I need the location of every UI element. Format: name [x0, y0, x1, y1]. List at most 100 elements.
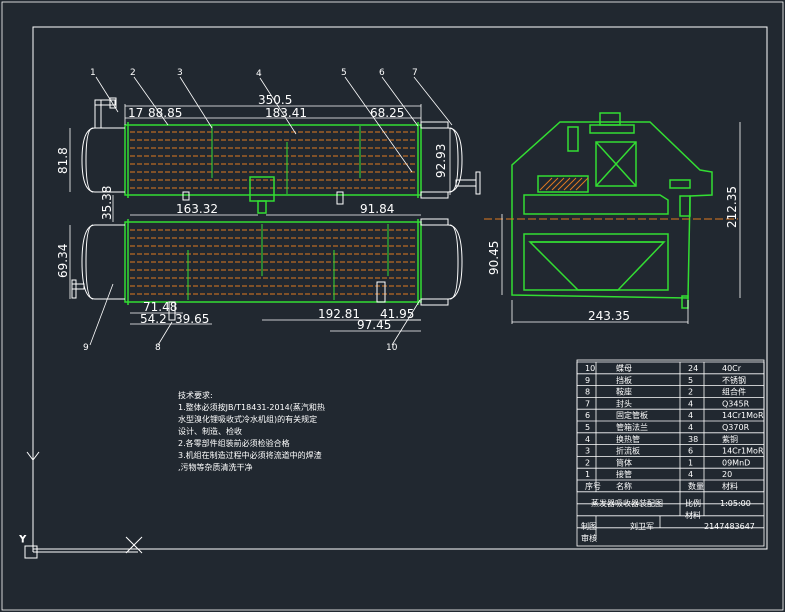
table-cell-qty: 4	[688, 399, 693, 408]
dim-92-93: 92.93	[434, 144, 448, 178]
notes-line-6: ,污物等杂质清洗干净	[178, 462, 253, 472]
dim-90-45: 90.45	[487, 241, 501, 275]
front-view-dimensions: 350.5 183.41 17 88.85 68.25 81.8 92.93 3…	[56, 93, 448, 332]
notes-line-3: 设计、制造、检收	[178, 426, 242, 436]
part-label-6: 6	[379, 68, 385, 78]
table-cell-name: 接管	[616, 469, 632, 479]
table-cell-material: 20	[722, 470, 732, 479]
side-outline	[511, 121, 713, 299]
table-cell-name: 名称	[616, 481, 632, 491]
upper-tube-bundle	[130, 131, 416, 189]
table-cell-material: 14Cr1MoR	[722, 411, 764, 420]
table-cell-material: Q370R	[722, 423, 750, 432]
upper-vessel[interactable]	[124, 122, 422, 198]
part-label-2: 2	[130, 68, 136, 78]
lower-vessel[interactable]	[124, 219, 422, 305]
part-label-7: 7	[412, 68, 418, 78]
table-cell-qty: 4	[688, 470, 693, 479]
scale-value: 1:05:00	[720, 499, 751, 508]
title-block-text: 蒸发器吸收器装配图 比例 1:05:00 材料 制图 刘卫军 214748364…	[581, 498, 755, 543]
table-cell-name: 固定管板	[616, 410, 648, 420]
drawn-by: 刘卫军	[630, 521, 654, 531]
dim-88-85: 88.85	[148, 106, 182, 120]
table-cell-material: 40Cr	[722, 364, 742, 373]
lower-left-head	[71, 224, 125, 300]
table-cell-qty: 6	[688, 447, 693, 456]
table-cell-no: 7	[585, 399, 590, 408]
upper-supports	[182, 191, 344, 205]
table-cell-name: 折流板	[616, 446, 640, 456]
side-view-dimension-lines	[501, 122, 741, 324]
dim-35-38: 35.38	[100, 186, 114, 220]
side-hatch	[539, 177, 589, 191]
dim-17: 17	[128, 106, 143, 120]
table-cell-no: 序号	[585, 481, 601, 491]
table-cell-qty: 2	[688, 388, 693, 397]
notes-line-2: 水型溴化锂吸收式冷水机组)的有关规定	[178, 414, 317, 424]
table-cell-no: 2	[585, 458, 590, 467]
drawing-name: 蒸发器吸收器装配图	[591, 498, 663, 508]
upper-nozzle	[249, 176, 275, 214]
upper-left-head	[81, 97, 125, 193]
side-view[interactable]	[511, 112, 713, 309]
part-label-1: 1	[90, 68, 96, 78]
dim-91-84: 91.84	[360, 202, 394, 216]
part-label-4: 4	[256, 69, 262, 79]
table-cell-qty: 38	[688, 435, 698, 444]
notes-line-4: 2.各零部件组装前必须检验合格	[178, 438, 290, 448]
table-cell-no: 10	[585, 364, 595, 373]
inner-border	[32, 26, 768, 550]
parts-table-grid	[576, 361, 765, 540]
part-labels: 1 2 3 4 5 6 7 8 9 10	[83, 68, 418, 353]
table-cell-no: 4	[585, 435, 590, 444]
title-block[interactable]	[576, 359, 765, 547]
part-leaders	[89, 76, 453, 346]
lower-tube-bundle	[130, 229, 416, 295]
table-cell-no: 3	[585, 447, 590, 456]
table-cell-name: 封头	[616, 398, 632, 408]
part-label-8: 8	[155, 343, 161, 353]
svg-text:Y: Y	[19, 535, 26, 545]
part-label-5: 5	[341, 68, 347, 78]
dim-183-41: 183.41	[265, 106, 307, 120]
technical-notes: 技术要求: 1.整体必须按JB/T18431-2014(蒸汽和热 水型溴化锂吸收…	[178, 390, 325, 472]
upper-right-head	[420, 121, 481, 199]
dim-81-8: 81.8	[56, 147, 70, 174]
table-cell-name: 挡板	[616, 375, 632, 385]
table-cell-qty: 4	[688, 423, 693, 432]
part-label-10: 10	[386, 343, 398, 353]
side-view-dimensions: 243.35 90.45 212.35	[487, 186, 739, 323]
drawn-label: 制图	[581, 521, 597, 531]
review-label: 审核	[581, 533, 597, 543]
material-label: 材料	[685, 510, 701, 520]
lower-supports	[168, 281, 386, 321]
notes-line-5: 3.机组在制造过程中必须将流道中的焊渣	[178, 450, 322, 460]
table-cell-name: 换热管	[616, 434, 640, 444]
table-cell-qty: 24	[688, 364, 698, 373]
ucs-icon: Y	[19, 448, 138, 559]
notes-title: 技术要求:	[178, 390, 213, 400]
table-cell-qty: 1	[688, 458, 693, 467]
table-cell-name: 管箱法兰	[616, 422, 648, 432]
notes-line-1: 1.整体必须按JB/T18431-2014(蒸汽和热	[178, 402, 325, 412]
dim-41-95: 41.95	[380, 307, 414, 321]
lower-baffles	[187, 224, 389, 300]
dim-54-2: 54.2	[140, 312, 167, 326]
table-cell-material: 不锈钢	[722, 375, 746, 385]
scale-label: 比例	[685, 498, 701, 508]
dim-212-35: 212.35	[725, 186, 739, 228]
dim-71-48: 71.48	[143, 300, 177, 314]
dim-69-34: 69.34	[56, 244, 70, 278]
dim-192-81: 192.81	[318, 307, 360, 321]
table-cell-material: 材料	[722, 481, 738, 491]
table-cell-qty: 4	[688, 411, 693, 420]
table-cell-no: 8	[585, 388, 590, 397]
part-label-9: 9	[83, 343, 89, 353]
dim-350-5: 350.5	[258, 93, 292, 107]
drawing-number: 2147483647	[704, 522, 755, 531]
crosshair-cursor-icon	[125, 536, 143, 554]
table-cell-no: 9	[585, 376, 590, 385]
table-cell-name: 蝶母	[616, 363, 632, 373]
